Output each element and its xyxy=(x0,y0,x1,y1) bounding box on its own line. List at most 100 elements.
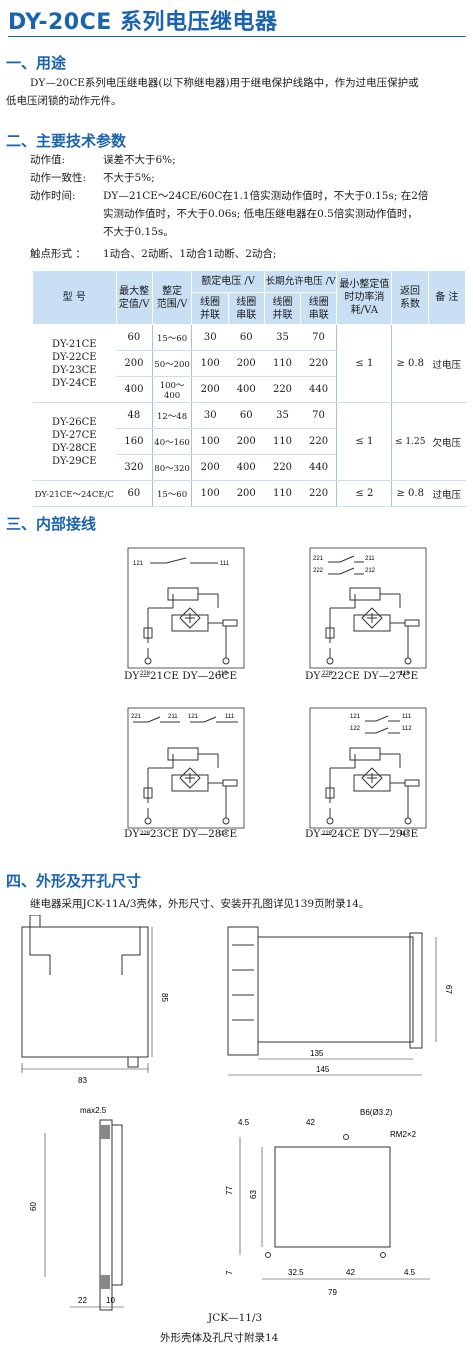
panel-max: max2.5 xyxy=(80,1106,107,1115)
th-range-2: 范围/V xyxy=(156,298,188,310)
d2-t5: 228 xyxy=(322,671,333,677)
table-cell: ≤ 1 xyxy=(336,402,393,481)
param-label-0: 动作值: xyxy=(30,154,66,166)
param-label-5: 触点形式 ： xyxy=(30,248,86,260)
th-lp-1: 线圈 xyxy=(272,296,293,308)
d1-t1: 121 xyxy=(133,561,144,567)
page-title: DY-20CE 系列电压继电器 xyxy=(8,10,278,35)
model-cell: DY-26CE xyxy=(51,416,97,428)
d4-t3: 122 xyxy=(350,726,361,732)
wiring-diagrams: 121 111 228 118 221 211 222 212 228 118 … xyxy=(127,547,427,837)
wiring-caption-3: DY—23CE DY—28CE xyxy=(124,828,238,840)
table-cell: 15～60 xyxy=(151,480,193,507)
dim-caption-1: JCK—11/3 xyxy=(208,1312,263,1324)
table-cell: 70 xyxy=(300,324,337,351)
table-cell: 400 xyxy=(228,376,265,403)
th-ls-1: 线圈 xyxy=(308,296,329,308)
cut-top: 42 xyxy=(306,1118,315,1127)
th-lp-2: 并联 xyxy=(272,309,293,321)
d2-t1: 221 xyxy=(313,556,324,562)
table-cell: 30 xyxy=(191,402,229,429)
th-max-setting-2: 定值/V xyxy=(118,298,150,310)
cut-b1: 32.5 xyxy=(288,1268,304,1277)
table-cell: 220 xyxy=(264,454,301,481)
table-cell: 400 xyxy=(116,376,153,403)
d4-t1: 121 xyxy=(350,714,361,720)
th-long-parallel: 线圈并联 xyxy=(263,292,302,325)
th-note: 备 注 xyxy=(427,270,467,325)
th-return-1: 返回 xyxy=(399,285,420,297)
table-cell: 400 xyxy=(228,454,265,481)
table-cell: 320 xyxy=(116,454,153,481)
table-cell: 440 xyxy=(300,454,337,481)
th-ls-2: 串联 xyxy=(308,309,329,321)
table-cell: 200 xyxy=(228,428,265,455)
th-long-term: 长期允许电压 /V xyxy=(263,270,338,293)
cut-hole: B6(Ø3.2) xyxy=(360,1108,393,1117)
table-cell: 80～320 xyxy=(151,454,193,481)
table-cell: 110 xyxy=(264,480,301,507)
table-cell: 220 xyxy=(264,376,301,403)
table-row: DY-21CE～24CE/C 60 15～60 100 200 110 220 … xyxy=(32,480,466,507)
table-row: 400 100～400 200 400 220 440 xyxy=(33,376,466,403)
th-max-setting-1: 最大整 xyxy=(119,285,150,297)
wiring-caption-4: DY—24CE DY—29CE xyxy=(305,828,419,840)
th-return-2: 系数 xyxy=(399,298,420,310)
table-cell: 15～60 xyxy=(151,324,193,351)
th-min-power-2: 时功率消 xyxy=(344,292,385,303)
front-height: 85 xyxy=(160,993,169,1002)
table-cell: ≤ 2 xyxy=(336,480,393,507)
d2-t3: 222 xyxy=(313,568,324,574)
table-cell: ≥ 0.8 xyxy=(391,480,429,507)
table-cell: 100～400 xyxy=(151,376,193,403)
table-cell: 220 xyxy=(300,428,337,455)
param-value-1: 不大于5%; xyxy=(103,172,155,184)
spec-table: 型 号 最大整定值/V 整定范围/V 额定电压 /V 长期允许电压 /V 最小整… xyxy=(32,270,467,507)
model-cell: DY-24CE xyxy=(51,377,97,389)
th-return: 返回系数 xyxy=(391,270,429,325)
table-cell: 50～200 xyxy=(151,350,193,377)
d3-t4: 111 xyxy=(225,714,235,720)
side-inner: 135 xyxy=(310,1049,324,1058)
param-value-4: 不大于0.15s。 xyxy=(103,226,174,238)
dimension-drawings: 85 83 67 135 145 max2.5 60 22 10 4.5 42 … xyxy=(21,915,453,1311)
table-cell: ≥ 0.8 xyxy=(391,324,429,403)
front-view: 85 83 xyxy=(21,915,169,1085)
th-rp-1: 线圈 xyxy=(199,296,220,308)
table-cell: ≤ 1.25 xyxy=(391,402,429,481)
model-cell: DY-22CE xyxy=(51,351,97,363)
table-cell: 60 xyxy=(228,324,265,351)
wiring-caption-2: DY—22CE DY—27CE xyxy=(305,670,419,682)
diagram-d2: 221 211 222 212 228 118 xyxy=(309,547,427,677)
side-height: 67 xyxy=(444,985,453,994)
dim-caption-2: 外形壳体及孔尺寸附录14 xyxy=(160,1332,279,1344)
table-cell: 220 xyxy=(300,480,337,507)
usage-line-1: DY—20CE系列电压继电器(以下称继电器)用于继电保护线路中，作为过电压保护或 xyxy=(30,77,419,89)
d4-t4: 112 xyxy=(402,726,412,732)
section-wiring-heading: 三、内部接线 xyxy=(6,515,97,533)
cut-b3: 4.5 xyxy=(404,1268,416,1277)
param-value-5: 1动合、2动断、1动合1动断、2动合; xyxy=(103,248,277,260)
usage-line-2: 低电压闭锁的动作元件。 xyxy=(6,95,122,107)
table-cell: 过电压 xyxy=(428,324,466,403)
cut-bottom: 7 xyxy=(225,1270,234,1275)
th-min-power-3: 耗/VA xyxy=(350,305,378,316)
table-cell: 110 xyxy=(264,350,301,377)
table-cell: 30 xyxy=(191,324,229,351)
th-min-power: 最小整定值时功率消耗/VA xyxy=(336,270,393,325)
table-cell: 200 xyxy=(228,480,265,507)
front-width: 83 xyxy=(78,1076,87,1085)
th-rs-2: 串联 xyxy=(236,309,257,321)
model-cell: DY-28CE xyxy=(51,442,97,454)
table-cell: 200 xyxy=(116,350,153,377)
model-cell: DY-29CE xyxy=(51,455,97,467)
section-usage-heading: 一、用途 xyxy=(6,54,67,72)
d3-t1: 221 xyxy=(131,714,142,720)
table-cell: 60 xyxy=(116,480,153,507)
th-rp-2: 并联 xyxy=(199,309,220,321)
th-rs-1: 线圈 xyxy=(236,296,257,308)
th-rated-series: 线圈串联 xyxy=(227,292,265,325)
panel-w1: 22 xyxy=(78,1296,87,1305)
